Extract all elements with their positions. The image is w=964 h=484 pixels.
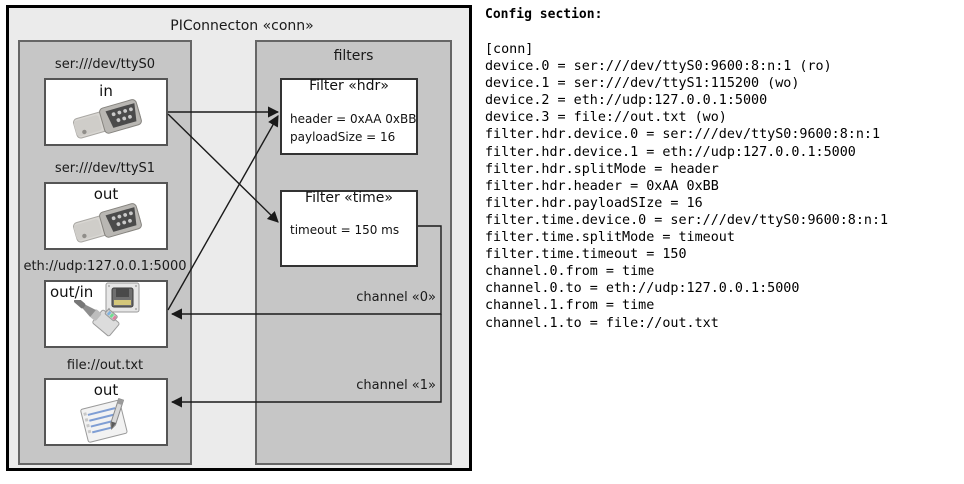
device-label-file: file://out.txt bbox=[66, 358, 144, 373]
device-name-ttyS0: in bbox=[99, 82, 113, 100]
config-line: device.1 = ser:///dev/ttyS1:115200 (wo) bbox=[485, 76, 800, 92]
config-line: filter.time.device.0 = ser:///dev/ttyS0:… bbox=[485, 212, 889, 228]
config-line: channel.0.to = eth://udp:127.0.0.1:5000 bbox=[485, 281, 800, 297]
config-section: Config section: [conn] device.0 = ser:///… bbox=[482, 0, 964, 484]
filter-prop-header: header = 0xAA 0xBB bbox=[290, 112, 417, 126]
filter-title-hdr: Filter «hdr» bbox=[309, 78, 389, 94]
device-label-eth: eth://udp:127.0.0.1:5000 bbox=[23, 259, 187, 274]
filter-box-hdr[interactable] bbox=[280, 78, 418, 155]
config-line: filter.time.timeout = 150 bbox=[485, 247, 687, 263]
config-line: device.0 = ser:///dev/ttyS0:9600:8:n:1 (… bbox=[485, 59, 832, 75]
config-heading: Config section: bbox=[485, 7, 603, 22]
device-name-eth: out/in bbox=[50, 283, 94, 301]
config-line: filter.hdr.device.1 = eth://udp:127.0.0.… bbox=[485, 144, 856, 160]
serial-port-icon bbox=[62, 202, 154, 250]
device-name-file: out bbox=[93, 381, 119, 399]
config-line: device.3 = file://out.txt (wo) bbox=[485, 110, 727, 126]
connection-diagram: PIConnecton «conn» ser:///dev/ttyS0 in bbox=[0, 0, 476, 484]
device-label-ttyS0: ser:///dev/ttyS0 bbox=[54, 57, 156, 72]
channel-label-1: channel «1» bbox=[356, 378, 436, 393]
config-line: filter.hdr.header = 0xAA 0xBB bbox=[485, 178, 719, 194]
config-line: channel.0.from = time bbox=[485, 264, 655, 280]
config-line: device.2 = eth://udp:127.0.0.1:5000 bbox=[485, 93, 768, 109]
filters-group-title: filters bbox=[333, 48, 374, 64]
config-lines: [conn] device.0 = ser:///dev/ttyS0:9600:8… bbox=[485, 41, 888, 332]
ethernet-jack-icon bbox=[104, 282, 144, 324]
ethernet-cable-icon bbox=[73, 297, 130, 350]
config-line: [conn] bbox=[485, 42, 534, 57]
config-line: filter.time.splitMode = timeout bbox=[485, 230, 735, 246]
channel-label-0: channel «0» bbox=[356, 290, 436, 305]
filter-prop-timeout: timeout = 150 ms bbox=[290, 223, 400, 237]
text-file-icon bbox=[76, 398, 142, 448]
config-line: filter.hdr.splitMode = header bbox=[485, 161, 719, 177]
config-line: filter.hdr.payloadSIze = 16 bbox=[485, 195, 703, 211]
device-name-ttyS1: out bbox=[93, 185, 119, 203]
serial-port-icon bbox=[62, 98, 154, 146]
filter-title-time: Filter «time» bbox=[305, 190, 393, 206]
config-line: channel.1.to = file://out.txt bbox=[485, 315, 719, 331]
config-line: channel.1.from = time bbox=[485, 298, 655, 314]
filter-prop-payloadsize: payloadSize = 16 bbox=[290, 130, 396, 144]
device-label-ttyS1: ser:///dev/ttyS1 bbox=[54, 161, 156, 176]
config-line: filter.hdr.device.0 = ser:///dev/ttyS0:9… bbox=[485, 127, 881, 143]
diagram-title: PIConnecton «conn» bbox=[170, 18, 314, 34]
